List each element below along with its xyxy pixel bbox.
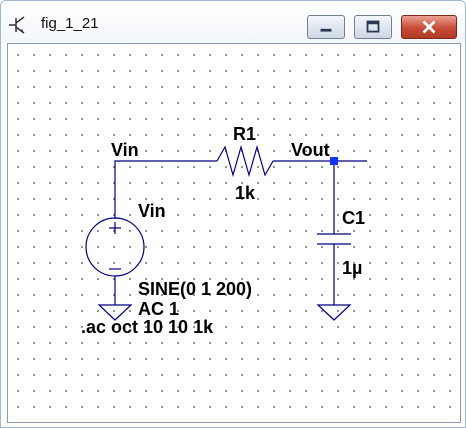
maximize-icon [366, 20, 380, 33]
resistor-value: 1k [235, 183, 256, 203]
schematic-app-icon [9, 16, 25, 34]
wire-vin[interactable] [114, 160, 217, 219]
ground-cap [316, 304, 352, 321]
minimize-button[interactable] [307, 15, 345, 39]
ground-source [97, 304, 133, 321]
source-plus-sign [109, 222, 121, 234]
capacitor-c1[interactable] [317, 233, 351, 245]
schematic-canvas[interactable] [7, 43, 461, 423]
title-bar[interactable]: fig_1_21 [1, 1, 465, 43]
close-button[interactable] [401, 15, 457, 39]
resistor-name: R1 [233, 124, 256, 144]
close-icon [422, 20, 436, 34]
maximize-button[interactable] [354, 15, 392, 39]
resistor-r1[interactable] [216, 144, 274, 178]
capacitor-value: 1µ [342, 258, 362, 278]
source-spec-line1: SINE(0 1 200) [138, 279, 252, 299]
source-name: Vin [138, 201, 166, 221]
window-title: fig_1_21 [41, 15, 99, 32]
net-label-vin: Vin [111, 140, 139, 160]
net-label-vout: Vout [291, 140, 330, 160]
spice-directive[interactable]: .ac oct 10 10 1k [81, 317, 214, 337]
minimize-icon [320, 28, 332, 32]
capacitor-name: C1 [342, 208, 365, 228]
source-spec-line2: AC 1 [138, 299, 179, 319]
junction-vout[interactable] [330, 157, 338, 165]
